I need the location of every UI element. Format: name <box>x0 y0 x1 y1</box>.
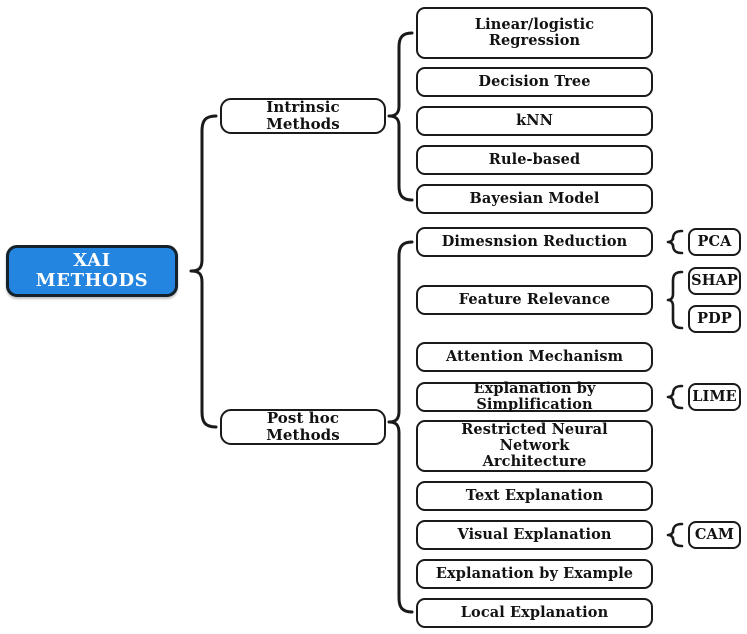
leaf-node-label: Attention Mechanism <box>445 347 624 365</box>
leaf-node-shap[interactable]: SHAP <box>688 267 741 295</box>
leaf-node-visual-explanation[interactable]: Visual Explanation <box>416 520 653 550</box>
leaf-node-label: Text Explanation <box>465 486 604 504</box>
leaf-node-label: Explanation by Example <box>435 564 634 582</box>
root-node-xai-methods[interactable]: XAI METHODS <box>6 245 178 297</box>
leaf-node-attention-mechanism[interactable]: Attention Mechanism <box>416 342 653 372</box>
leaf-node-label: Feature Relevance <box>458 290 611 308</box>
leaf-node-label: Decision Tree <box>478 72 591 90</box>
leaf-node-label: Linear/logistic Regression <box>474 15 595 49</box>
root-node-label: XAI METHODS <box>35 249 149 291</box>
leaf-node-label: Bayesian Model <box>469 189 600 207</box>
leaf-node-label: Explanation by Simplification <box>473 379 596 413</box>
leaf-node-lime[interactable]: LIME <box>688 383 741 411</box>
brace-intrinsic <box>387 31 414 202</box>
leaf-node-label: kNN <box>516 111 553 129</box>
branch-node-label: Post hoc Methods <box>266 409 340 444</box>
leaf-node-label: Restricted Neural Network Architecture <box>461 420 608 471</box>
branch-node-intrinsic-methods[interactable]: Intrinsic Methods <box>220 98 386 134</box>
leaf-node-label: Rule-based <box>488 150 581 168</box>
brace-root <box>189 114 218 429</box>
leaf-node-label: CAM <box>694 525 735 543</box>
leaf-node-text-explanation[interactable]: Text Explanation <box>416 481 653 511</box>
brace-feature-relevance <box>666 270 684 330</box>
leaf-node-label: PCA <box>697 232 732 250</box>
leaf-node-rule-based[interactable]: Rule-based <box>416 145 653 175</box>
leaf-node-feature-relevance[interactable]: Feature Relevance <box>416 285 653 315</box>
leaf-node-label: Local Explanation <box>460 603 609 621</box>
brace-dimension-reduction <box>666 229 684 255</box>
leaf-node-cam[interactable]: CAM <box>688 521 741 549</box>
leaf-node-bayesian-model[interactable]: Bayesian Model <box>416 184 653 214</box>
leaf-node-dimension-reduction[interactable]: Dimesnsion Reduction <box>416 227 653 257</box>
leaf-node-restricted-neural-network-architecture[interactable]: Restricted Neural Network Architecture <box>416 420 653 472</box>
leaf-node-label: PDP <box>697 309 732 327</box>
leaf-node-explanation-by-simplification[interactable]: Explanation by Simplification <box>416 379 653 413</box>
leaf-node-label: LIME <box>692 387 737 405</box>
leaf-node-pdp[interactable]: PDP <box>688 305 741 333</box>
leaf-node-knn[interactable]: kNN <box>416 106 653 136</box>
brace-visual-explanation <box>666 522 684 548</box>
leaf-node-label: SHAP <box>691 271 738 289</box>
branch-node-post-hoc-methods[interactable]: Post hoc Methods <box>220 409 386 445</box>
brace-posthoc <box>387 240 414 614</box>
branch-node-label: Intrinsic Methods <box>266 98 340 133</box>
brace-explanation-simplification <box>666 384 684 410</box>
leaf-node-decision-tree[interactable]: Decision Tree <box>416 67 653 97</box>
leaf-node-local-explanation[interactable]: Local Explanation <box>416 598 653 628</box>
leaf-node-label: Dimesnsion Reduction <box>441 232 628 250</box>
leaf-node-linear-logistic-regression[interactable]: Linear/logistic Regression <box>416 7 653 59</box>
leaf-node-explanation-by-example[interactable]: Explanation by Example <box>416 559 653 589</box>
leaf-node-pca[interactable]: PCA <box>688 228 741 256</box>
leaf-node-label: Visual Explanation <box>457 525 612 543</box>
